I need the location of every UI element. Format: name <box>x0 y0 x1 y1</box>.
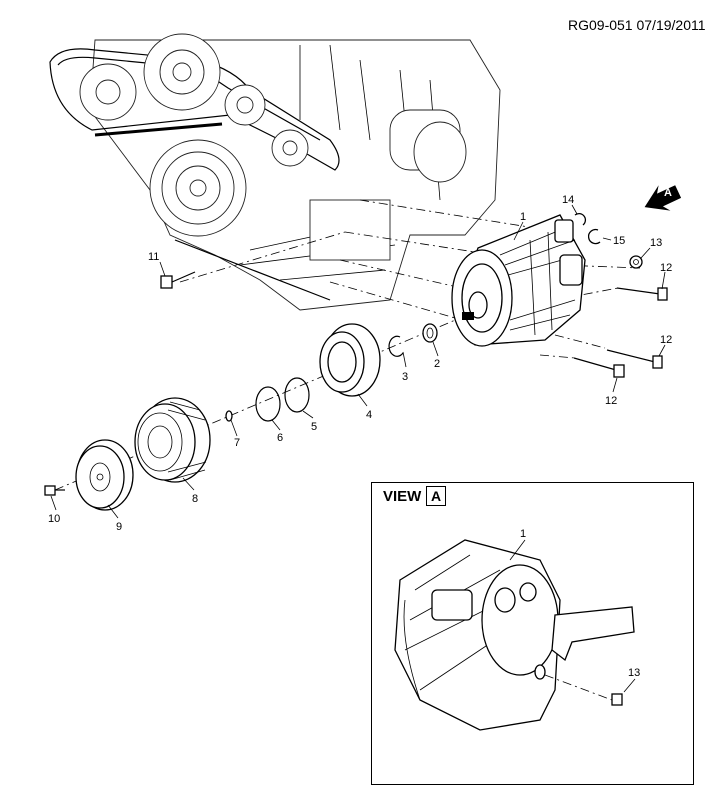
view-a-title: VIEW <box>383 488 422 505</box>
callout-6: 6 <box>277 432 283 444</box>
callout-13: 13 <box>650 237 662 249</box>
callout-15: 15 <box>613 235 625 247</box>
clutch-coil-4 <box>319 323 381 397</box>
callout-7: 7 <box>234 437 240 449</box>
compressor-assembly <box>451 214 586 347</box>
callouts: 1 14 15 13 12 12 12 11 2 3 4 5 6 7 8 9 1… <box>48 187 672 533</box>
callout-3: 3 <box>402 371 408 383</box>
snap-ring-5 <box>284 377 310 413</box>
bolt-12-lower <box>573 357 625 378</box>
callout-14: 14 <box>562 194 574 206</box>
shim-7 <box>225 410 233 422</box>
leader-lines <box>50 204 666 519</box>
o-ring-14 <box>574 212 587 226</box>
arrow-label: A <box>664 187 672 199</box>
bolt-12-middle <box>606 349 663 369</box>
callout-9: 9 <box>116 521 122 533</box>
reference-label: RG09-051 07/19/2011 <box>568 17 706 33</box>
view-callout-1: 1 <box>520 528 526 540</box>
nut-13 <box>629 255 643 269</box>
callout-4: 4 <box>366 409 372 421</box>
bolt-10 <box>44 485 65 496</box>
callout-12-upper: 12 <box>660 262 672 274</box>
callout-12-middle: 12 <box>660 334 672 346</box>
engine-block <box>49 33 501 311</box>
view-a-panel <box>371 482 694 785</box>
callout-8: 8 <box>192 493 198 505</box>
view-callout-13: 13 <box>628 667 640 679</box>
bolt-11 <box>160 271 196 289</box>
callout-5: 5 <box>311 421 317 433</box>
clutch-plate-9 <box>75 439 134 511</box>
view-a-drawing: 1 13 <box>394 528 640 731</box>
callout-11: 11 <box>148 251 159 263</box>
view-a-letter: A <box>426 486 446 506</box>
bolt-12-upper <box>616 287 668 301</box>
shaft-seal-2 <box>422 323 438 343</box>
retainer-3 <box>388 335 404 357</box>
snap-ring-6 <box>255 386 281 422</box>
view-arrow-icon <box>644 185 682 211</box>
callout-12-lower: 12 <box>605 395 617 407</box>
callout-1: 1 <box>520 211 526 223</box>
clutch-pulley-8 <box>134 397 211 483</box>
o-ring-15 <box>587 228 601 245</box>
callout-2: 2 <box>434 358 440 370</box>
callout-10: 10 <box>48 513 60 525</box>
